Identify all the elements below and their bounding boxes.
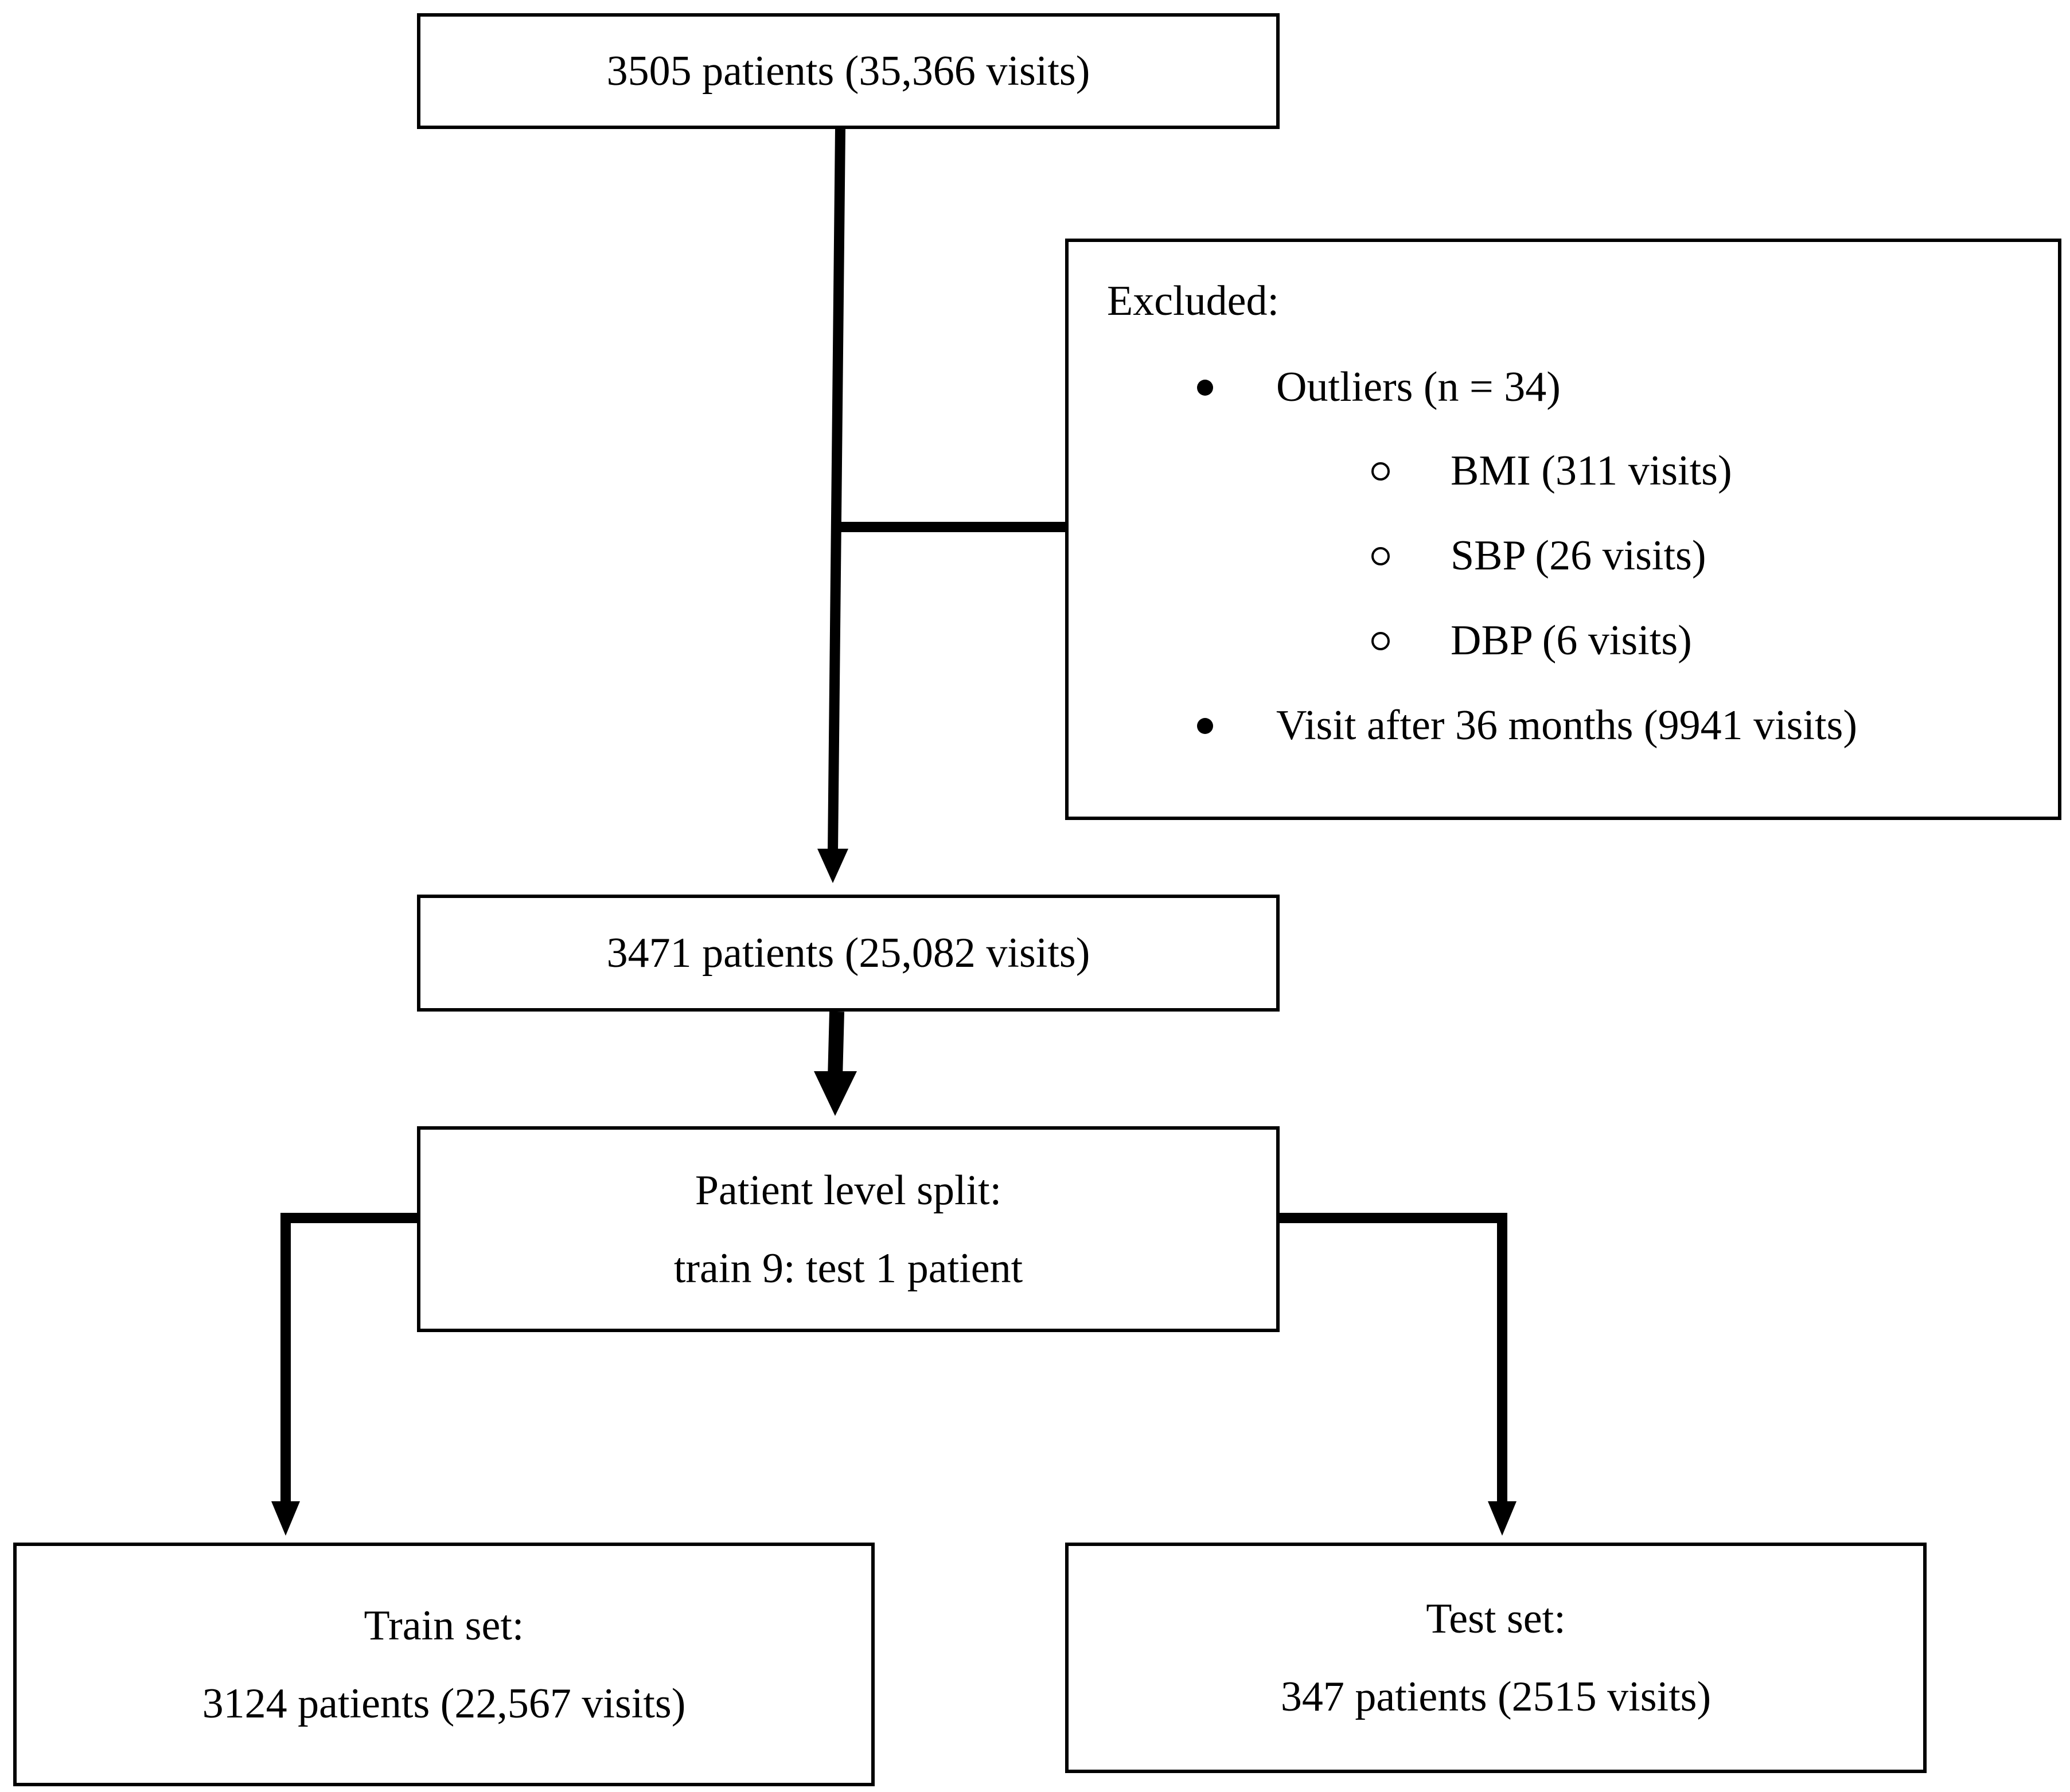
node-patient-split-ratio: train 9: test 1 patient [673,1244,1023,1292]
excluded-subitem-dbp: DBP (6 visits) [1451,617,1692,664]
edge-initial-to-filtered [828,128,845,852]
excluded-subitem-sbp: SBP (26 visits) [1451,532,1706,579]
node-after-exclusion: 3471 patients (25,082 visits) [417,895,1280,1012]
node-initial-cohort: 3505 patients (35,366 visits) [417,13,1280,129]
node-after-exclusion-text: 3471 patients (25,082 visits) [606,930,1090,977]
node-patient-split-title: Patient level split: [695,1166,1002,1214]
edge-filtered-to-split [828,1011,844,1079]
node-excluded: Excluded: Outliers (n = 34) BMI (311 vis… [1065,239,2061,820]
bullet-ring-icon [1371,547,1390,565]
node-train-set-title: Train set: [364,1602,524,1649]
node-test-set-count: 347 patients (2515 visits) [1280,1673,1712,1720]
excluded-subitem-bmi: BMI (311 visits) [1451,447,1732,494]
node-initial-cohort-text: 3505 patients (35,366 visits) [606,48,1090,95]
arrowhead-filtered [817,849,848,883]
bullet-dot-icon [1197,718,1213,734]
edge-split-to-test [1280,1213,1507,1505]
excluded-item-outliers: Outliers (n = 34) [1276,364,1561,411]
node-train-set-count: 3124 patients (22,567 visits) [202,1680,686,1727]
arrowhead-train [271,1501,300,1536]
node-patient-split: Patient level split: train 9: test 1 pat… [417,1126,1280,1332]
node-test-set-title: Test set: [1426,1595,1566,1642]
excluded-item-late-visits: Visit after 36 months (9941 visits) [1276,702,1857,749]
bullet-ring-icon [1371,462,1390,481]
arrowhead-split [814,1071,857,1116]
excluded-heading: Excluded: [1107,278,1280,325]
arrowhead-test [1488,1501,1517,1536]
node-test-set: Test set: 347 patients (2515 visits) [1065,1543,1927,1773]
bullet-dot-icon [1197,380,1213,396]
bullet-ring-icon [1371,632,1390,650]
node-train-set: Train set: 3124 patients (22,567 visits) [13,1543,875,1786]
edge-split-to-train [280,1213,417,1505]
